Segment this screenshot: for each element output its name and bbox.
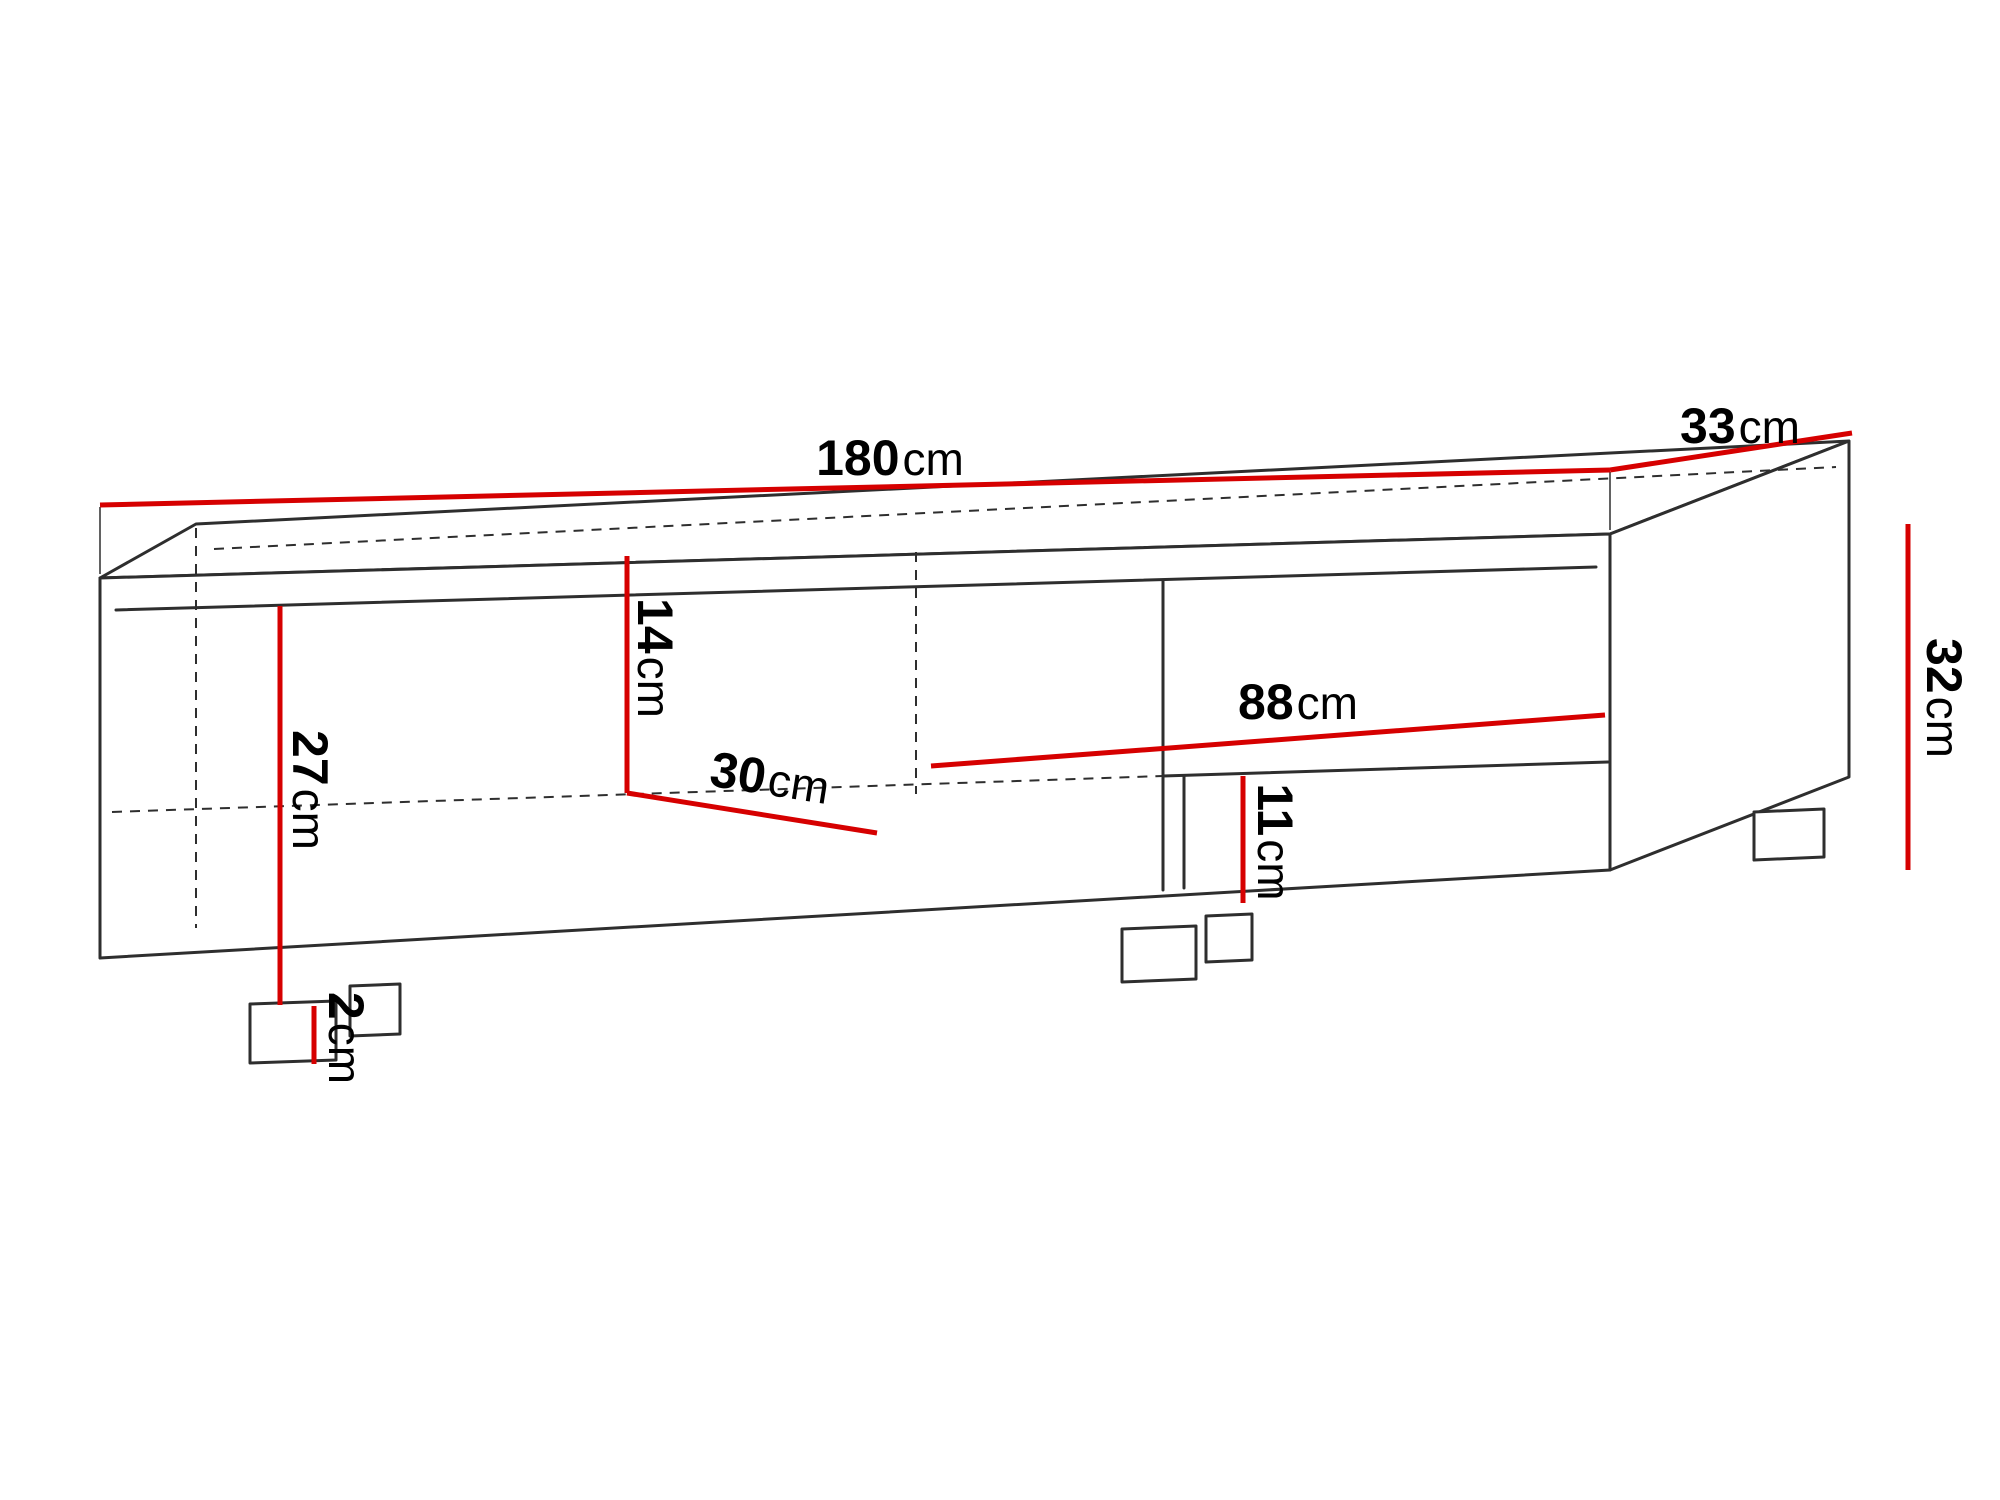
dim-niche-width-unit: cm [1296,677,1358,729]
dim-depth-label: 33cm [1680,401,1800,451]
dim-depth-value: 33 [1680,398,1736,454]
dim-width-value: 180 [816,430,900,486]
dim-depth-unit: cm [1738,401,1800,453]
leg-middle-back [1204,912,1254,964]
dim-opening-height-unit: cm [283,788,335,850]
dim-shelf-depth-value: 30 [706,740,771,805]
dim-opening-height-value: 27 [282,730,338,786]
dim-niche-height-label: 14cm [627,598,683,718]
cabinet-interior-lines [114,565,1610,892]
dim-leg-height-label: 2cm [318,991,374,1085]
dimension-line-shelf-30 [626,790,878,836]
dim-shelf-depth-unit: cm [764,753,834,815]
cabinet-outline [98,439,1851,960]
dimension-line-niche-88 [930,712,1606,769]
leg-middle-front [1120,924,1198,984]
dim-height-label: 32cm [1916,638,1972,758]
dimension-lines [99,430,1911,1064]
dim-leg-height-value: 2 [318,991,374,1020]
dim-opening-height-label: 27cm [282,730,338,850]
dim-leg-height-unit: cm [319,1022,371,1085]
dim-width-label: 180cm [816,433,964,483]
dim-niche-height-unit: cm [628,656,680,718]
dim-front-height-label: 11cm [1247,783,1303,901]
dim-niche-height-value: 14 [627,598,683,654]
leg-right [1752,807,1826,862]
dim-niche-width-value: 88 [1238,674,1294,730]
dim-height-value: 32 [1916,638,1972,694]
dim-width-unit: cm [902,433,964,485]
dimension-line-depth-33 [1609,430,1853,473]
dim-niche-width-label: 88cm [1238,677,1358,727]
dim-front-height-value: 11 [1247,783,1303,837]
dimension-line-width-180 [99,467,1611,508]
leg-left-back [348,982,402,1038]
dim-front-height-unit: cm [1248,839,1300,901]
extension-lines [99,472,1611,574]
dim-height-unit: cm [1917,696,1969,758]
cabinet-front-face [98,532,1612,960]
